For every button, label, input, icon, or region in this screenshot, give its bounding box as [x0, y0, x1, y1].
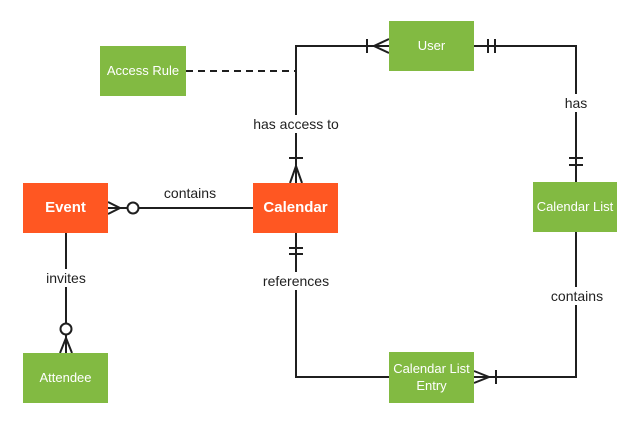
cardinality-zero-icon	[126, 201, 140, 215]
connector-contains-list-entry	[473, 232, 577, 384]
connector-references	[289, 233, 389, 378]
relationship-label-invites: invites	[42, 269, 90, 287]
connector-line	[295, 45, 389, 183]
relationship-label-contains-2: contains	[546, 287, 608, 305]
entity-access-rule: Access Rule	[100, 46, 186, 96]
entity-calendar: Calendar	[253, 183, 338, 233]
entity-event: Event	[23, 183, 108, 233]
connector-contains-event-calendar	[107, 201, 253, 215]
crowsfoot-many-icon	[473, 370, 492, 384]
crowsfoot-many-icon	[371, 38, 390, 54]
connector-has	[474, 39, 583, 182]
crowsfoot-many-icon	[107, 201, 123, 215]
connector-line	[295, 233, 389, 378]
connector-invites	[59, 233, 73, 354]
entity-calendar-list: Calendar List	[533, 182, 617, 232]
entity-attendee: Attendee	[23, 353, 108, 403]
crowsfoot-many-icon	[59, 335, 73, 354]
relationship-label-has-access-to: has access to	[249, 115, 343, 133]
connector-line	[474, 45, 577, 182]
relationship-label-references: references	[258, 272, 334, 290]
connector-line	[474, 232, 577, 378]
connector-has-access-to	[289, 38, 390, 184]
relationship-label-has: has	[560, 94, 592, 112]
entity-user: User	[389, 21, 474, 71]
entity-calendar-list-entry: Calendar List Entry	[389, 352, 474, 403]
cardinality-zero-icon	[59, 322, 73, 336]
relationship-label-contains: contains	[159, 184, 221, 202]
crowsfoot-many-icon	[289, 162, 303, 184]
